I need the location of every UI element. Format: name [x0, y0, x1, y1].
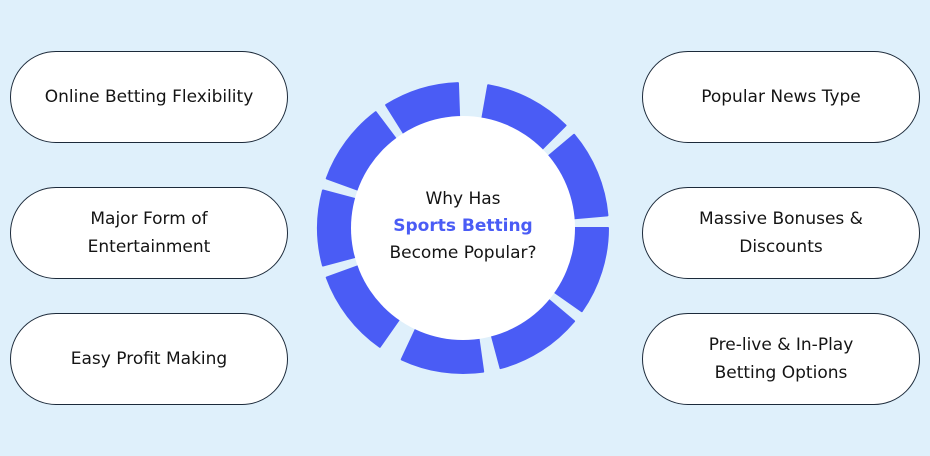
center-highlight: Sports Betting: [393, 216, 533, 236]
left-item-label: Easy Profit Making: [70, 349, 228, 369]
left-item-online-betting-flexibility: Online Betting Flexibility: [10, 51, 288, 143]
right-item-label: Pre-live & In-Play Betting Options: [708, 335, 854, 383]
center-circle: [351, 116, 575, 340]
left-item-label: Major Form of Entertainment: [87, 209, 211, 257]
right-item-popular-news-type: Popular News Type: [642, 51, 920, 143]
left-item-label: Online Betting Flexibility: [44, 87, 254, 107]
right-item-label: Popular News Type: [701, 87, 861, 107]
left-item-major-form-of-entertainment: Major Form of Entertainment: [10, 187, 288, 279]
center-title: Why Has Sports Betting Become Popular?: [348, 186, 578, 267]
right-item-pre-live-in-play: Pre-live & In-Play Betting Options: [642, 313, 920, 405]
right-item-massive-bonuses: Massive Bonuses & Discounts: [642, 187, 920, 279]
center-line-3: Become Popular?: [389, 243, 537, 263]
center-line-1: Why Has: [425, 189, 501, 209]
left-item-easy-profit-making: Easy Profit Making: [10, 313, 288, 405]
right-item-label: Massive Bonuses & Discounts: [699, 209, 863, 257]
